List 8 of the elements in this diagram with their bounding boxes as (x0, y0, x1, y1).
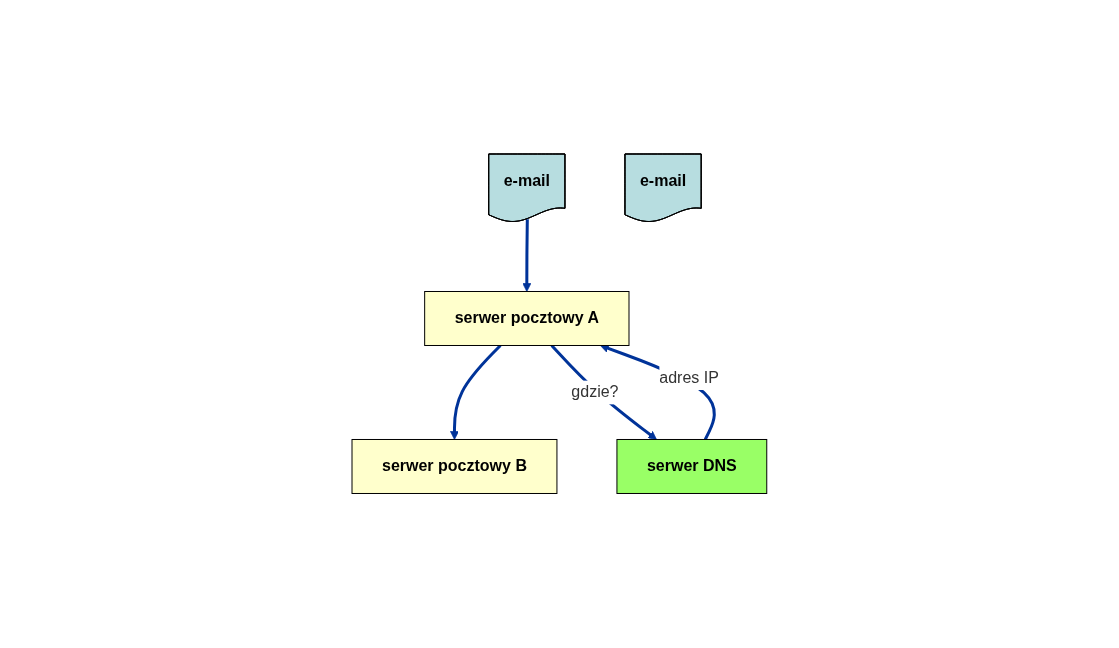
arrow (550, 344, 657, 441)
node-box: serwer pocztowy A (424, 291, 630, 347)
arrow (522, 219, 532, 293)
node-box: serwer pocztowy B (351, 439, 558, 495)
arrow (450, 344, 502, 441)
edge-label: gdzie? (571, 383, 619, 401)
node-box: serwer DNS (616, 439, 768, 495)
edge-label: adres IP (659, 369, 720, 387)
